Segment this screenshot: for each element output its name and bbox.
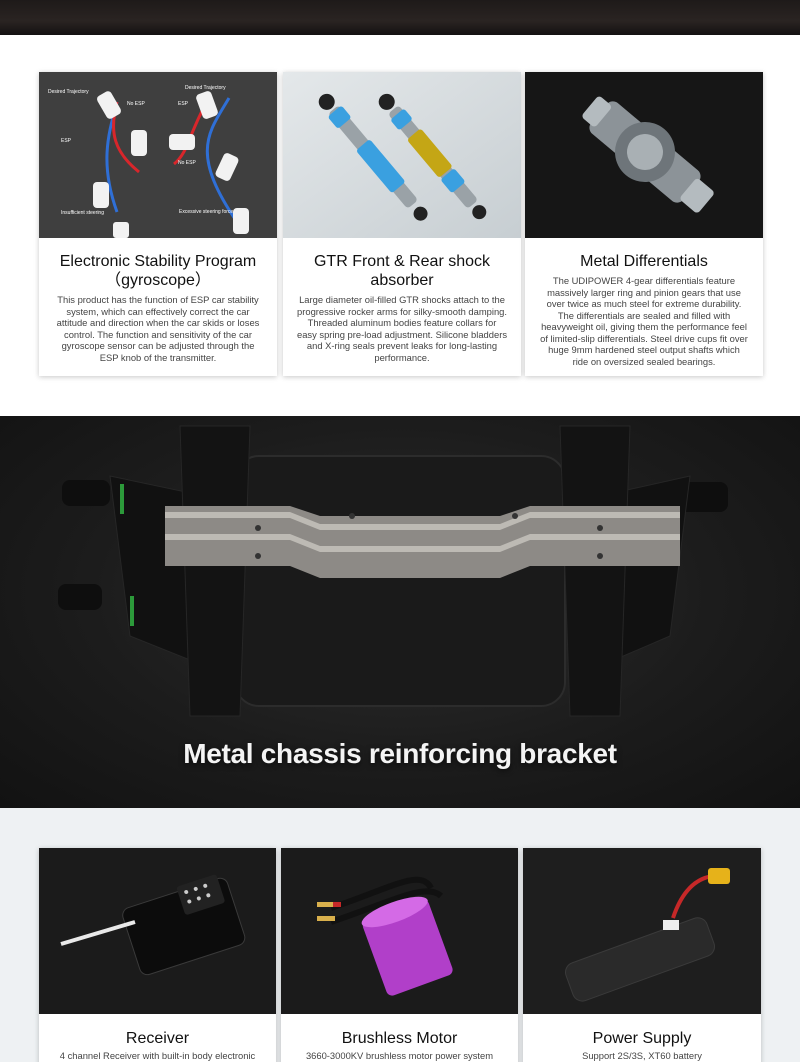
feature-title: Metal Differentials (580, 253, 708, 270)
esp-diagram-image: Desired Trajectory No ESP ESP Insufficie… (39, 72, 277, 238)
component-card-motor: Brushless Motor 3660-3000KV brushless mo… (281, 848, 518, 1062)
top-banner-strip (0, 0, 800, 35)
component-description: 4 channel Receiver with built-in body el… (59, 1050, 256, 1061)
battery-image (523, 848, 761, 1014)
diagram-label: Excessive steering force (179, 209, 233, 215)
diagram-label: Insufficient steering (61, 210, 104, 216)
component-title: Power Supply (592, 1030, 692, 1047)
feature-card-shocks: GTR Front & Rear shock absorber Large di… (283, 72, 521, 376)
feature-card-esp: Desired Trajectory No ESP ESP Insufficie… (39, 72, 277, 376)
car-icon (169, 91, 249, 234)
feature-title-line: Electronic Stability Program (59, 253, 257, 270)
shock-absorber-image (283, 72, 521, 238)
diagram-label: Desired Trajectory (48, 89, 89, 95)
diagram-label: Desired Trajectory (185, 85, 226, 91)
feature-card-differentials: Metal Differentials The UDIPOWER 4-gear … (525, 72, 763, 376)
diagram-label: ESP (61, 138, 72, 144)
diagram-label: No ESP (178, 160, 196, 166)
feature-title-line: absorber (370, 272, 434, 289)
feature-description: This product has the function of ESP car… (56, 294, 260, 363)
feature-title: Electronic Stability Program （gyroscope） (49, 252, 267, 290)
feature-description: Large diameter oil-filled GTR shocks att… (297, 294, 508, 363)
diagram-label: No ESP (127, 101, 145, 107)
component-card-power: Power Supply Support 2S/3S, XT60 battery (523, 848, 761, 1062)
feature-title: GTR Front & Rear shock absorber (293, 252, 511, 290)
brushless-motor-image (281, 848, 518, 1014)
feature-title-line: GTR Front & Rear shock (313, 253, 491, 270)
feature-description: The UDIPOWER 4-gear differentials featur… (540, 275, 748, 367)
chassis-banner: Metal chassis reinforcing bracket (0, 416, 800, 808)
features-section: Desired Trajectory No ESP ESP Insufficie… (0, 35, 800, 416)
component-title: Brushless Motor (341, 1030, 458, 1047)
component-card-receiver: Receiver 4 channel Receiver with built-i… (39, 848, 276, 1062)
banner-title: Metal chassis reinforcing bracket (183, 738, 617, 769)
diagram-label: ESP (178, 101, 189, 107)
components-section: Receiver 4 channel Receiver with built-i… (0, 808, 800, 1062)
feature-title-line: （gyroscope） (105, 272, 211, 289)
receiver-image (39, 848, 276, 1014)
differential-image (525, 72, 763, 238)
car-icon (93, 91, 147, 238)
component-description: Support 2S/3S, XT60 battery (582, 1050, 702, 1061)
component-description: 3660-3000KV brushless motor power system (305, 1050, 494, 1061)
component-title: Receiver (125, 1030, 190, 1047)
chassis-image (58, 425, 728, 717)
